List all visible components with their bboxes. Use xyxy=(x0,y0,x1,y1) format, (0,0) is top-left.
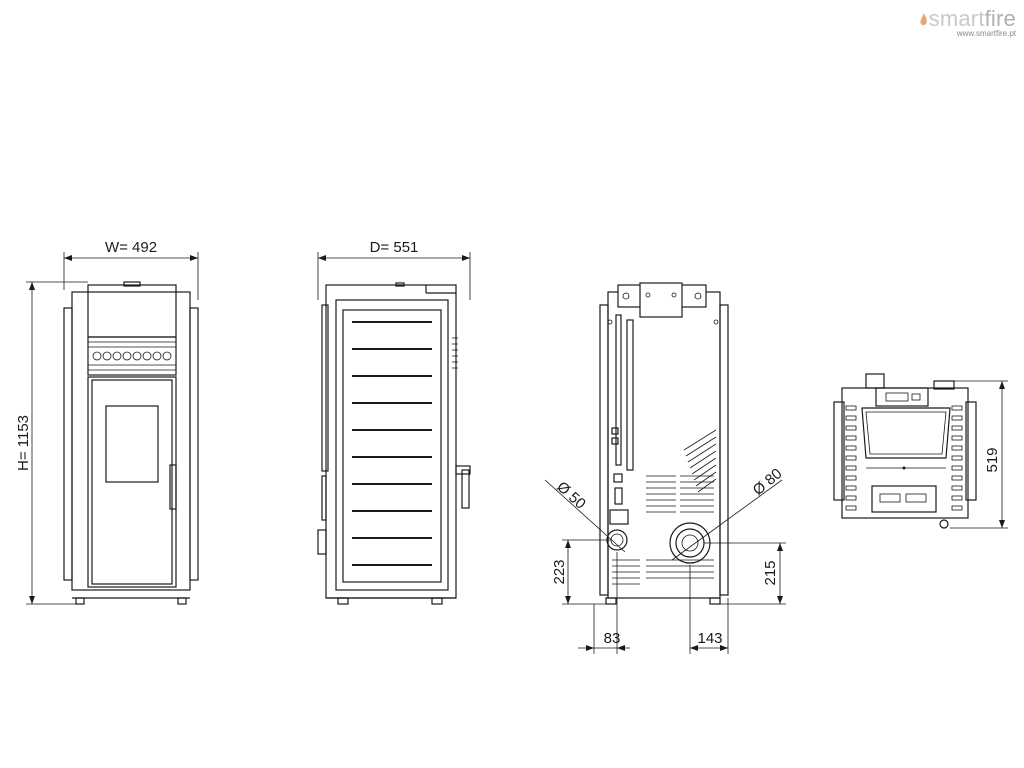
top-view xyxy=(833,373,977,529)
side-slats xyxy=(352,321,432,566)
rear-diagonal-vents xyxy=(683,429,717,493)
rear-view xyxy=(599,282,729,605)
small-pipe-diameter-label: Ø 50 xyxy=(553,478,589,512)
brand-logo: smartfire www.smartfire.pt xyxy=(919,6,1016,38)
width-dimension: W= 492 xyxy=(63,239,199,300)
small-pipe-height-dimension: 223 xyxy=(551,539,612,605)
top-view-side-vents xyxy=(845,405,963,511)
top-view-depth-dimension: 519 xyxy=(950,380,1008,529)
large-pipe-diameter-label: Ø 80 xyxy=(750,465,786,499)
depth-label: D= 551 xyxy=(370,239,419,256)
side-view xyxy=(317,282,471,605)
large-pipe-height-label: 215 xyxy=(762,560,779,585)
small-pipe-offset-label: 83 xyxy=(604,630,621,647)
height-dimension: H= 1153 xyxy=(15,281,88,605)
large-pipe-offset-label: 143 xyxy=(697,630,722,647)
front-vent-holes xyxy=(92,351,172,361)
front-view xyxy=(63,281,199,605)
rear-vent-grid xyxy=(612,475,714,585)
top-view-depth-label: 519 xyxy=(984,447,1001,472)
brand-name: smartfire xyxy=(919,6,1016,32)
brand-name-part2: fire xyxy=(984,6,1016,31)
small-pipe-height-label: 223 xyxy=(551,559,568,584)
small-pipe-offset-dimension: 83 xyxy=(578,552,630,654)
depth-dimension: D= 551 xyxy=(317,239,471,300)
large-pipe-offset-dimension: 143 xyxy=(689,565,729,654)
height-label: H= 1153 xyxy=(15,415,32,471)
flame-icon xyxy=(920,13,927,26)
brand-url: www.smartfire.pt xyxy=(956,29,1016,38)
brand-name-part1: smart xyxy=(928,6,985,31)
pipe-diameter-annotations: Ø 50 Ø 80 xyxy=(544,465,786,561)
large-pipe-height-dimension: 215 xyxy=(704,542,786,605)
width-label: W= 492 xyxy=(105,239,157,256)
